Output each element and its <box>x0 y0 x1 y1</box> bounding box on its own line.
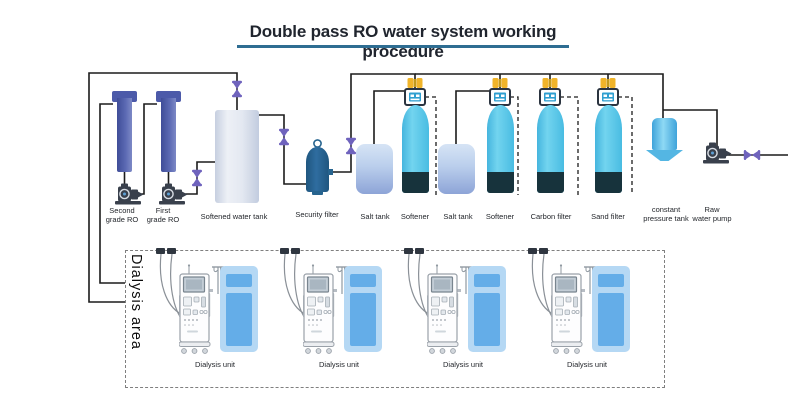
carbon-filter-vessel <box>537 105 564 193</box>
security-filter <box>306 147 329 192</box>
second-grade-ro-column <box>117 98 132 172</box>
salt-tank-1 <box>356 144 393 194</box>
label-salt-tank-1: Salt tank <box>360 212 390 221</box>
softener-1-base <box>402 172 429 193</box>
label-second-grade-ro: Second grade RO <box>105 206 139 224</box>
label-dialysis-unit: Dialysis unit <box>442 360 483 369</box>
bed-mattress <box>350 293 376 346</box>
label-first-grade-ro: First grade RO <box>146 206 180 224</box>
label-dialysis-unit: Dialysis unit <box>318 360 359 369</box>
label-dialysis-unit: Dialysis unit <box>194 360 235 369</box>
carbon-filter-base <box>537 172 564 193</box>
valve-icon-ro-feed <box>192 169 202 187</box>
pipe-tank-to-ro1-pump <box>180 161 217 195</box>
label-softener-1: Softener <box>400 212 430 221</box>
first-grade-ro-column <box>161 98 176 172</box>
dialysis-unit-3: Dialysis unit <box>401 248 511 376</box>
dialysis-machine-icon <box>427 264 473 356</box>
sand-filter-base <box>595 172 622 193</box>
second-grade-ro-cap <box>112 91 137 102</box>
dialysis-unit-2: Dialysis unit <box>277 248 387 376</box>
label-security-filter: Security filter <box>295 210 339 219</box>
security-filter-outlet <box>328 169 333 175</box>
valve-icon-tank-top <box>232 80 242 98</box>
softener-2-base <box>487 172 514 193</box>
bed-pillow <box>474 274 500 287</box>
label-sand-filter: Sand filter <box>591 212 625 221</box>
water-port-icon <box>291 248 300 254</box>
water-port-icon <box>167 248 176 254</box>
valve-icon-tank-outlet <box>279 128 289 146</box>
dialysis-machine-icon <box>179 264 225 356</box>
control-head-carbon <box>539 88 561 106</box>
control-valve-icon-softener-2 <box>492 78 508 88</box>
dialysis-unit-1: Dialysis unit <box>153 248 263 376</box>
salt-tank-2 <box>438 144 475 194</box>
bed-pillow <box>350 274 376 287</box>
softener-1-vessel <box>402 105 429 193</box>
pipe-first-to-second-ro <box>134 103 157 195</box>
pump-icon-second-grade <box>114 182 145 206</box>
label-raw-water-pump: Raw water pump <box>692 205 732 223</box>
control-head-softener-1 <box>404 88 426 106</box>
label-carbon-filter: Carbon filter <box>530 212 572 221</box>
dialysis-bed <box>220 266 258 352</box>
softener-2-vessel <box>487 105 514 193</box>
control-valve-icon-sand <box>600 78 616 88</box>
label-salt-tank-2: Salt tank <box>443 212 473 221</box>
dialysis-machine-icon <box>303 264 349 356</box>
pipe-tank-to-security <box>259 114 307 185</box>
valve-icon-security-outlet <box>346 137 356 155</box>
water-port-icon <box>404 248 413 254</box>
water-port-icon <box>156 248 165 254</box>
control-head-sand <box>597 88 619 106</box>
water-port-icon <box>415 248 424 254</box>
pipe-brine-1 <box>373 90 405 144</box>
first-grade-ro-cap <box>156 91 181 102</box>
constant-pressure-tank-funnel <box>646 150 683 161</box>
control-head-softener-2 <box>489 88 511 106</box>
dialysis-bed <box>344 266 382 352</box>
dialysis-machine-icon <box>551 264 597 356</box>
pipe-product-to-dialysis <box>99 103 127 284</box>
bed-pillow <box>226 274 252 287</box>
softened-water-tank <box>215 110 259 203</box>
security-filter-foot <box>312 191 323 195</box>
sand-filter-vessel <box>595 105 622 193</box>
bed-mattress <box>598 293 624 346</box>
control-valve-icon-softener-1 <box>407 78 423 88</box>
valve-icon-raw-inlet <box>743 150 761 160</box>
label-constant-pressure-tank: constant pressure tank <box>643 205 689 223</box>
title-underline <box>237 45 569 48</box>
pump-icon-raw-water <box>702 141 733 165</box>
pump-icon-first-grade <box>158 182 189 206</box>
label-softener-2: Softener <box>485 212 515 221</box>
label-dialysis-unit: Dialysis unit <box>566 360 607 369</box>
dialysis-bed <box>468 266 506 352</box>
pipe-to-raw-pump <box>663 109 718 146</box>
water-port-icon <box>539 248 548 254</box>
drain-softener-1 <box>425 96 437 195</box>
bed-mattress <box>474 293 500 346</box>
dialysis-bed <box>592 266 630 352</box>
drain-softener-2 <box>510 96 519 195</box>
control-valve-icon-carbon <box>542 78 558 88</box>
constant-pressure-tank <box>652 118 677 150</box>
dialysis-unit-4: Dialysis unit <box>525 248 635 376</box>
water-port-icon <box>528 248 537 254</box>
dialysis-area-label: Dialysis area <box>128 254 144 350</box>
bed-pillow <box>598 274 624 287</box>
pipe-top-header <box>415 73 664 118</box>
bed-mattress <box>226 293 252 346</box>
pipe-brine-2 <box>455 90 490 144</box>
drain-carbon-filter <box>560 96 579 195</box>
label-softened-water-tank: Softened water tank <box>200 212 268 221</box>
water-port-icon <box>280 248 289 254</box>
drain-sand-filter <box>618 96 633 195</box>
